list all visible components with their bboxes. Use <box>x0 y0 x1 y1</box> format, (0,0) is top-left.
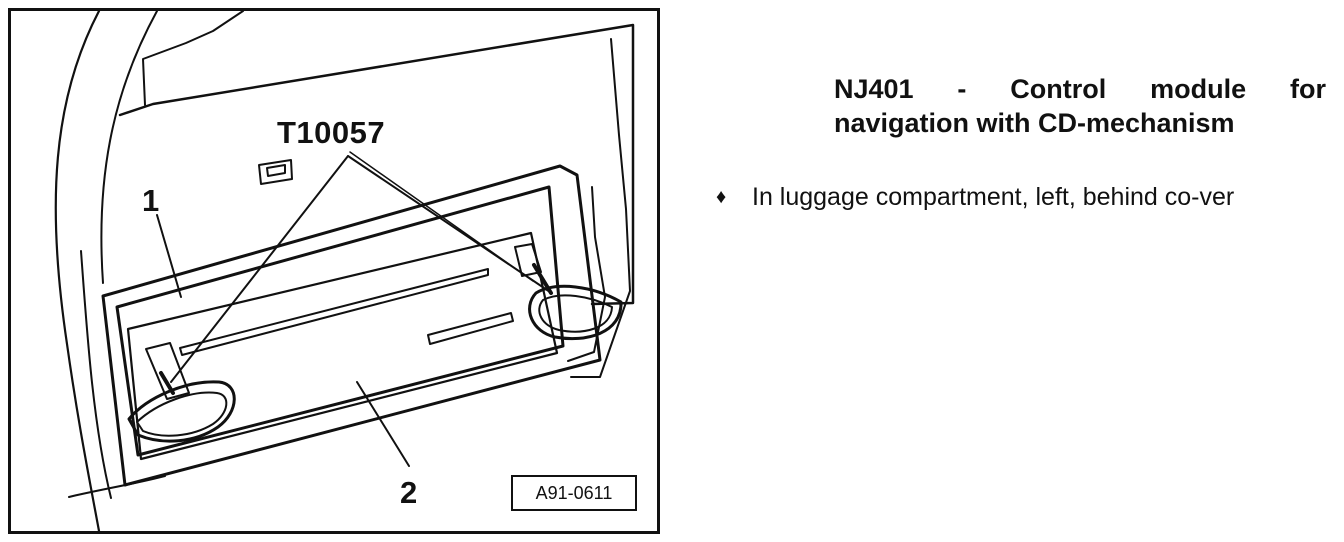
upper-cover-outline <box>118 23 635 306</box>
control-module-inner-frame <box>115 185 565 457</box>
left-tool-shaft <box>159 371 175 395</box>
vehicle-pillar-outline <box>54 11 101 531</box>
right-housing-edge <box>567 186 606 362</box>
card-slot-outline <box>427 312 514 345</box>
upper-cover-shadow <box>142 11 244 106</box>
center-fixing-tab <box>258 159 293 185</box>
control-module-outer-frame <box>101 164 602 487</box>
right-tool-slot-outline <box>514 243 542 277</box>
figure-code-box: A91-0611 <box>511 475 637 511</box>
cd-slot-outline <box>179 268 489 356</box>
right-tool-handle-outline <box>528 284 623 341</box>
left-tool-handle-inner <box>136 391 228 437</box>
callout-2-leader <box>356 381 410 467</box>
vehicle-pillar-inner-outline <box>100 11 158 284</box>
right-cover-outline <box>570 38 631 378</box>
tool-callout-label: T10057 <box>277 115 386 150</box>
tool-leader-left <box>170 155 349 383</box>
location-list: ♦ In luggage compartment, left, behind c… <box>716 180 1326 214</box>
technical-illustration: T10057 1 2 A91-0611 <box>8 8 660 534</box>
callout-1-label: 1 <box>142 183 160 218</box>
callout-2-label: 2 <box>400 475 418 510</box>
left-tool-handle-outline <box>127 380 236 443</box>
heading-line-2: navigation with CD-mechanism <box>834 108 1235 138</box>
location-list-item: ♦ In luggage compartment, left, behind c… <box>716 180 1326 214</box>
module-heading: NJ401 - Control module for navigation wi… <box>834 72 1326 140</box>
left-trim-outline <box>80 250 112 499</box>
left-tool-slot-outline <box>145 342 190 400</box>
left-tool-handle-fill <box>134 394 225 436</box>
callout-1-leader <box>156 214 182 298</box>
heading-line-1: NJ401 - Control module for <box>834 74 1326 104</box>
module-removal-drawing <box>54 11 635 531</box>
document-text-panel: NJ401 - Control module for navigation wi… <box>716 72 1326 214</box>
diamond-bullet-icon: ♦ <box>716 186 727 208</box>
tool-leader-right-secondary <box>349 151 534 282</box>
location-text: In luggage compartment, left, behind co-… <box>752 183 1235 211</box>
front-panel-outline <box>126 231 559 461</box>
right-tool-shaft <box>532 263 553 295</box>
right-tool-handle-inner <box>538 294 613 333</box>
